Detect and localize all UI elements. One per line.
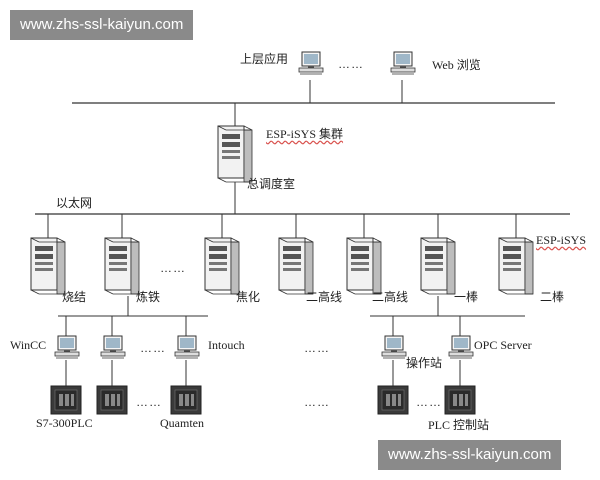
opc-server-pc-icon [448,335,474,359]
watermark-bottom: www.zhs-ssl-kaiyun.com [378,440,562,470]
upper-app-pc-icon [298,51,324,75]
web-browse-pc-icon [390,51,416,75]
station-dots-1: …… [140,341,166,355]
server-iron-icon [104,237,140,295]
upper-app-label: 上层应用 [240,52,289,66]
server-iron-label: 炼铁 [136,290,161,304]
station-dots-3: …… [416,395,442,409]
server-line2-left-label: 二高线 [306,290,343,304]
server-line2-left-icon [278,237,314,295]
station-dots-2: …… [304,341,330,355]
plc-dots-1: …… [136,395,162,409]
station-pc-icon [100,335,126,359]
watermark-top: www.zhs-ssl-kaiyun.com [10,10,194,40]
plc-4-icon [377,385,409,415]
server-sinter-icon [30,237,66,295]
ethernet-label: 以太网 [56,196,93,210]
server-coke-icon [204,237,240,295]
plc-quamten-label: Quamten [160,416,204,430]
wincc-label: WinCC [10,338,47,352]
cluster-name-label: ESP-iSYS 集群 [266,127,343,141]
server-line2-right-label: 二高线 [372,290,409,304]
plc-s7-icon [50,385,82,415]
intouch-label: Intouch [208,338,245,352]
server-bar2-label: 二棒 [540,290,565,304]
web-browse-label: Web 浏览 [432,58,481,72]
operator-station-pc-icon [381,335,407,359]
esp-right-text: ESP-iSYS [536,233,587,247]
plc-dots-2: …… [304,395,330,409]
plc-5-icon [444,385,476,415]
esp-right-label: ESP-iSYS [536,233,586,247]
server-sinter-label: 烧结 [62,290,87,304]
cluster-server-icon [217,125,253,183]
top-dots: …… [338,57,364,71]
opc-server-label: OPC Server [474,338,532,352]
server-bar1-label: 一棒 [454,290,479,304]
server-dots: …… [160,261,186,275]
operator-station-label: 操作站 [406,356,443,370]
plc-quamten-icon [170,385,202,415]
server-line2-right-icon [346,237,382,295]
server-bar2-icon [498,237,534,295]
server-coke-label: 焦化 [236,290,261,304]
plc-s7-label: S7-300PLC [36,416,93,430]
intouch-pc-icon [174,335,200,359]
cluster-room-label: 总调度室 [247,177,296,191]
cluster-name-text: ESP-iSYS 集群 [266,127,344,141]
plc-control-label: PLC 控制站 [428,418,490,432]
server-bar1-icon [420,237,456,295]
wincc-pc-icon [54,335,80,359]
plc-2-icon [96,385,128,415]
